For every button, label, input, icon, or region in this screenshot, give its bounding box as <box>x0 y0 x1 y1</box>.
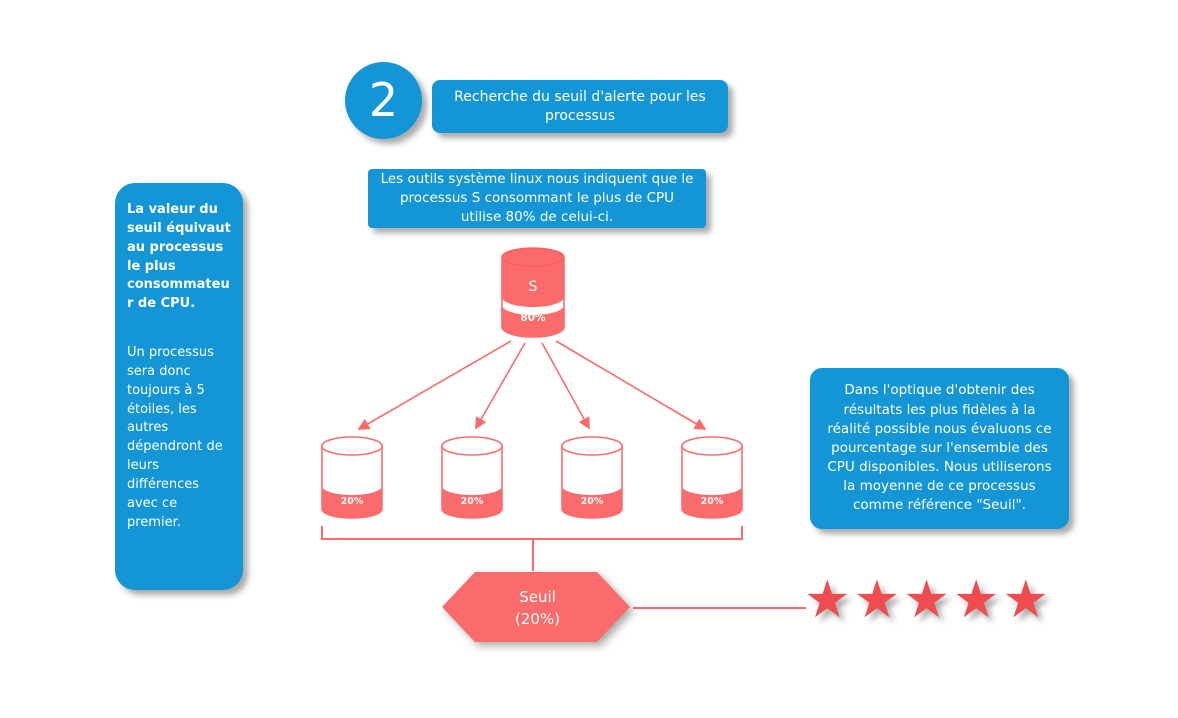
arrow-line-1 <box>357 340 512 430</box>
threshold-hexagon: Seuil (20%) <box>440 570 635 648</box>
left-panel-heading: La valeur du seuil équivaut au processus… <box>127 202 231 312</box>
five-star-rating: ★★★★★ <box>804 570 1053 630</box>
step-title-text: Recherche du seuil d'alerte pour les pro… <box>454 88 706 124</box>
sub-process-cylinder-3: 20% <box>561 436 623 519</box>
hexagon-shape <box>442 572 630 642</box>
intro-note-box: Les outils système linux nous indiquent … <box>368 169 706 228</box>
threshold-label-line2: (20%) <box>514 610 561 628</box>
threshold-label: Seuil (20%) <box>440 570 635 646</box>
left-explanation-panel: La valeur du seuil équivaut au processus… <box>115 183 243 590</box>
sub-process-cylinder-2: 20% <box>441 436 503 519</box>
sub-cylinder-2-value: 20% <box>461 496 484 507</box>
sub-cylinder-3-value: 20% <box>581 496 604 507</box>
threshold-label-line1: Seuil <box>519 587 556 606</box>
grouping-bracket <box>321 526 743 540</box>
step-number-badge: 2 <box>345 62 422 139</box>
sub-cylinder-1-value: 20% <box>341 496 364 507</box>
sub-cylinder-4-value: 20% <box>701 496 724 507</box>
main-cylinder-label: S <box>529 279 538 295</box>
left-panel-body: Un processus sera donc toujours à 5 étoi… <box>127 345 223 530</box>
arrow-line-3 <box>541 342 590 430</box>
sub-process-cylinder-1: 20% <box>321 436 383 519</box>
right-panel-text: Dans l'optique d'obtenir des résultats l… <box>827 382 1052 514</box>
right-explanation-panel: Dans l'optique d'obtenir des résultats l… <box>810 368 1069 529</box>
main-process-cylinder: S 80% <box>501 247 565 338</box>
main-cylinder-value: 80% <box>520 312 546 324</box>
arrow-line-4 <box>555 340 707 430</box>
sub-process-cylinder-4: 20% <box>681 436 743 519</box>
step-number: 2 <box>368 73 399 127</box>
arrow-line-2 <box>475 342 526 430</box>
step-title-box: Recherche du seuil d'alerte pour les pro… <box>432 80 728 133</box>
intro-note-text: Les outils système linux nous indiquent … <box>380 171 694 225</box>
